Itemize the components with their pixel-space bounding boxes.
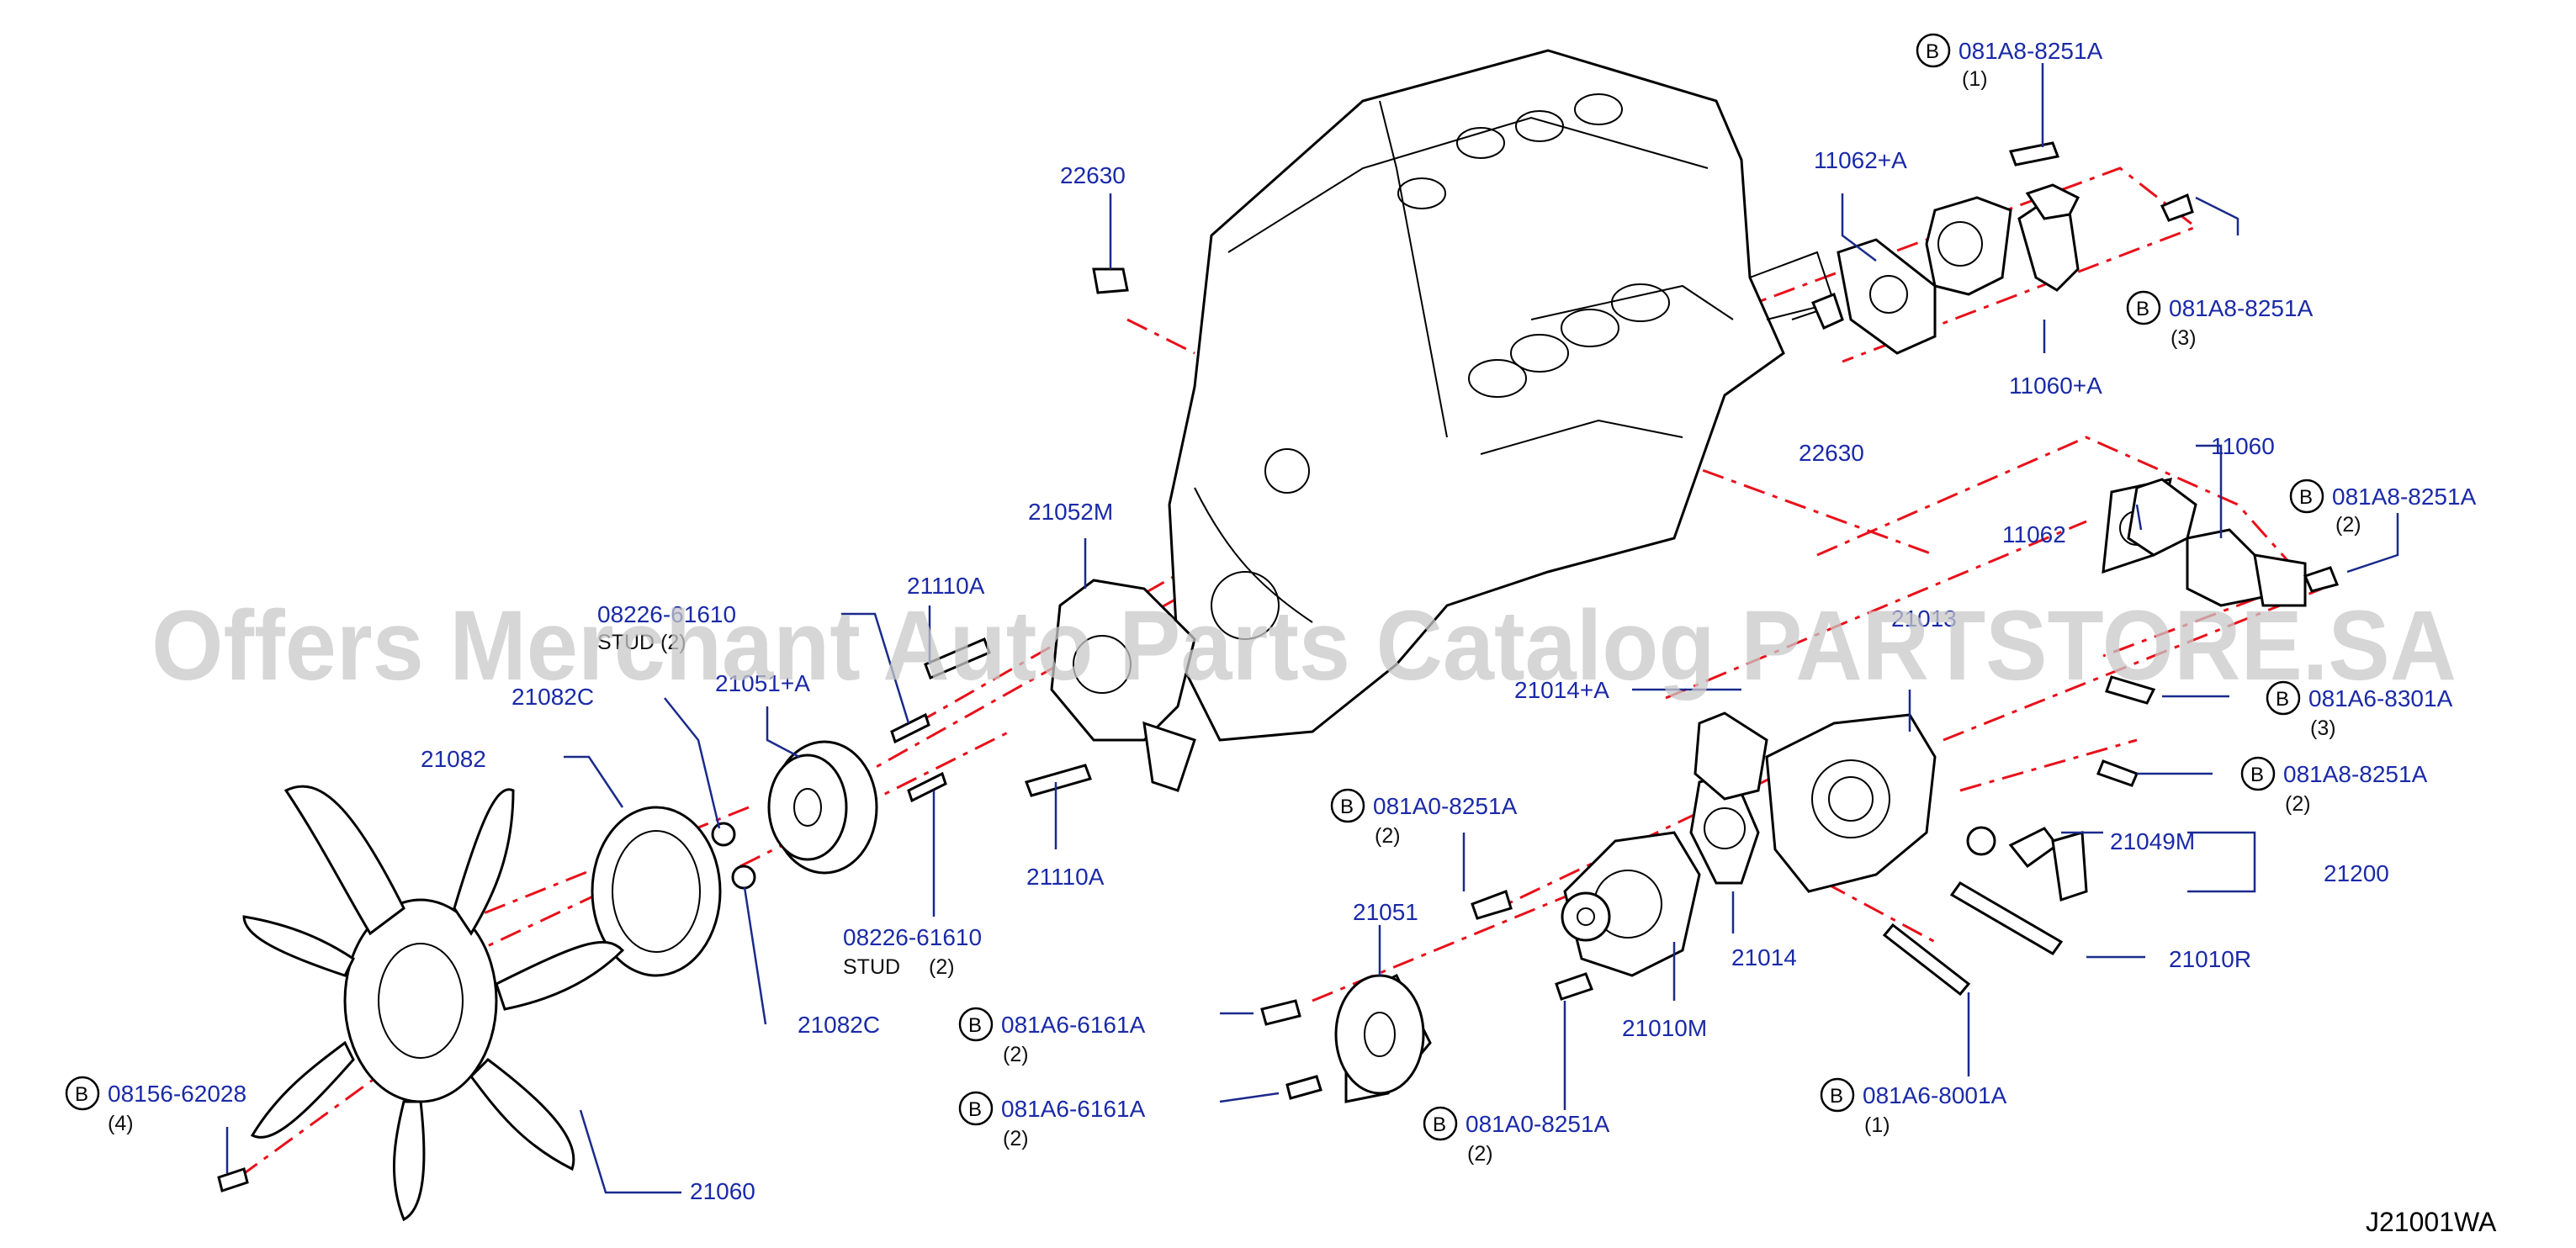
bolt-quantity: (1)	[1962, 67, 1988, 91]
pulley-21051a	[767, 740, 878, 875]
label-stud-bottom: STUD	[843, 955, 900, 979]
diagram-code: J21001WA	[2366, 1207, 2497, 1237]
bolt-marker-icon: B	[2299, 486, 2313, 509]
label-21110a-bottom: 21110A	[1026, 864, 1105, 890]
fan-coupling	[591, 806, 722, 977]
bolt-marker-icon: B	[2250, 764, 2264, 786]
bolt-callout-2: B 081A8-8251A (3)	[2126, 290, 2314, 350]
part-labels: 22630 22630 11062+A 11060+A 11060 11062 …	[421, 147, 2389, 1204]
label-21082: 21082	[421, 746, 486, 772]
bolt-quantity: (1)	[1864, 1113, 1890, 1137]
cooling-fan	[242, 785, 625, 1222]
bolt-part-number: 081A8-8251A	[2169, 295, 2314, 321]
bolt-quantity: (2)	[1375, 824, 1401, 848]
label-21110a-top: 21110A	[907, 573, 985, 599]
bolt-callout-8: B 081A6-6161A (2)	[958, 1091, 1146, 1150]
bolt-part-number: 081A6-8001A	[1863, 1082, 2007, 1108]
bolt-callouts: B 081A8-8251A (1) B 081A8-8251A (3) B 08…	[65, 33, 2477, 1166]
bolt-marker-icon: B	[1340, 796, 1354, 818]
bolt-quantity: (2)	[1003, 1043, 1029, 1066]
bolt-callout-5: B 081A8-8251A (2)	[2240, 756, 2428, 816]
label-08226-top: 08226-61610	[597, 601, 736, 627]
label-21051: 21051	[1353, 899, 1418, 925]
label-21052m: 21052M	[1028, 499, 1113, 525]
bolt-callout-11: B 08156-62028 (4)	[65, 1076, 246, 1135]
bolt-marker-icon: B	[2136, 298, 2149, 320]
bolt-part-number: 081A8-8251A	[1959, 38, 2103, 64]
water-pump-housing	[1689, 713, 2088, 902]
bolt-callout-4: B 081A6-8301A (3)	[2266, 680, 2453, 740]
bolt-part-number: 081A0-8251A	[1466, 1111, 1610, 1137]
bolt-quantity: (3)	[2310, 717, 2336, 740]
label-22630-top: 22630	[1060, 162, 1126, 188]
bolt-quantity: (3)	[2171, 326, 2197, 350]
bolt-part-number: 081A6-6161A	[1001, 1012, 1146, 1038]
bolt-marker-icon: B	[1433, 1113, 1446, 1136]
bolt-callout-9: B 081A0-8251A (2)	[1423, 1106, 1610, 1166]
engine-block	[1168, 49, 1836, 742]
label-22630-right: 22630	[1799, 440, 1864, 466]
label-11062: 11062	[2002, 521, 2066, 547]
label-21014: 21014	[1731, 944, 1797, 970]
bolt-callout-10: B 081A6-8001A (1)	[1820, 1077, 2007, 1137]
label-21082c-top: 21082C	[511, 684, 594, 710]
label-21014a: 21014+A	[1514, 677, 1609, 703]
label-stud-top: STUD (2)	[597, 631, 686, 654]
bolt-callout-7: B 081A6-6161A (2)	[958, 1007, 1146, 1066]
label-stud-bottom-qty: (2)	[929, 955, 955, 979]
label-21060: 21060	[690, 1178, 755, 1204]
label-21010r: 21010R	[2169, 946, 2251, 972]
label-11060: 11060	[2211, 433, 2275, 459]
bolt-quantity: (2)	[1003, 1127, 1029, 1150]
bolt-callout-1: B 081A8-8251A (1)	[1916, 33, 2103, 91]
watermark: Offers Merchant Auto Parts Catalog PARTS…	[151, 590, 2457, 701]
bolt-marker-icon: B	[968, 1098, 982, 1121]
bolt-quantity: (2)	[2335, 513, 2361, 537]
label-11060a: 11060+A	[2009, 373, 2102, 399]
bolt-marker-icon: B	[1926, 40, 1939, 63]
bolt-part-number: 081A8-8251A	[2283, 761, 2428, 787]
label-21013: 21013	[1891, 605, 1957, 632]
label-08226-bottom: 08226-61610	[843, 924, 982, 950]
bolt-part-number: 081A0-8251A	[1373, 793, 1518, 819]
sensor-22630-right	[1791, 293, 1844, 330]
pulley-21051	[1334, 973, 1432, 1103]
bolt-part-number: 081A6-8301A	[2308, 685, 2453, 711]
water-pump	[1561, 831, 1701, 977]
bolt-marker-icon: B	[968, 1014, 982, 1037]
label-21200: 21200	[2324, 860, 2389, 886]
label-21049m: 21049M	[2110, 828, 2195, 854]
bolt-marker-icon: B	[2276, 688, 2289, 711]
bolt-marker-icon: B	[75, 1083, 88, 1106]
bolt-quantity: (2)	[1467, 1142, 1493, 1166]
leader-lines	[225, 63, 2399, 1194]
water-outlet-upper	[1837, 183, 2080, 355]
bolt-callout-6: B 081A0-8251A (2)	[1330, 788, 1518, 848]
bolt-quantity: (4)	[108, 1112, 134, 1135]
idler-bracket	[1050, 579, 1196, 792]
label-11062a: 11062+A	[1814, 147, 1907, 173]
label-21010m: 21010M	[1622, 1015, 1707, 1041]
bolt-part-number: 081A6-6161A	[1001, 1096, 1146, 1122]
bolt-part-number: 081A8-8251A	[2332, 484, 2477, 510]
small-parts	[217, 141, 2340, 1192]
bolt-part-number: 08156-62028	[108, 1081, 246, 1107]
bolt-callout-3: B 081A8-8251A (2)	[2289, 479, 2477, 537]
label-21051a: 21051+A	[715, 670, 810, 696]
bolt-marker-icon: B	[1830, 1085, 1843, 1108]
bolt-quantity: (2)	[2285, 792, 2311, 816]
label-21082c-bottom: 21082C	[798, 1012, 880, 1038]
